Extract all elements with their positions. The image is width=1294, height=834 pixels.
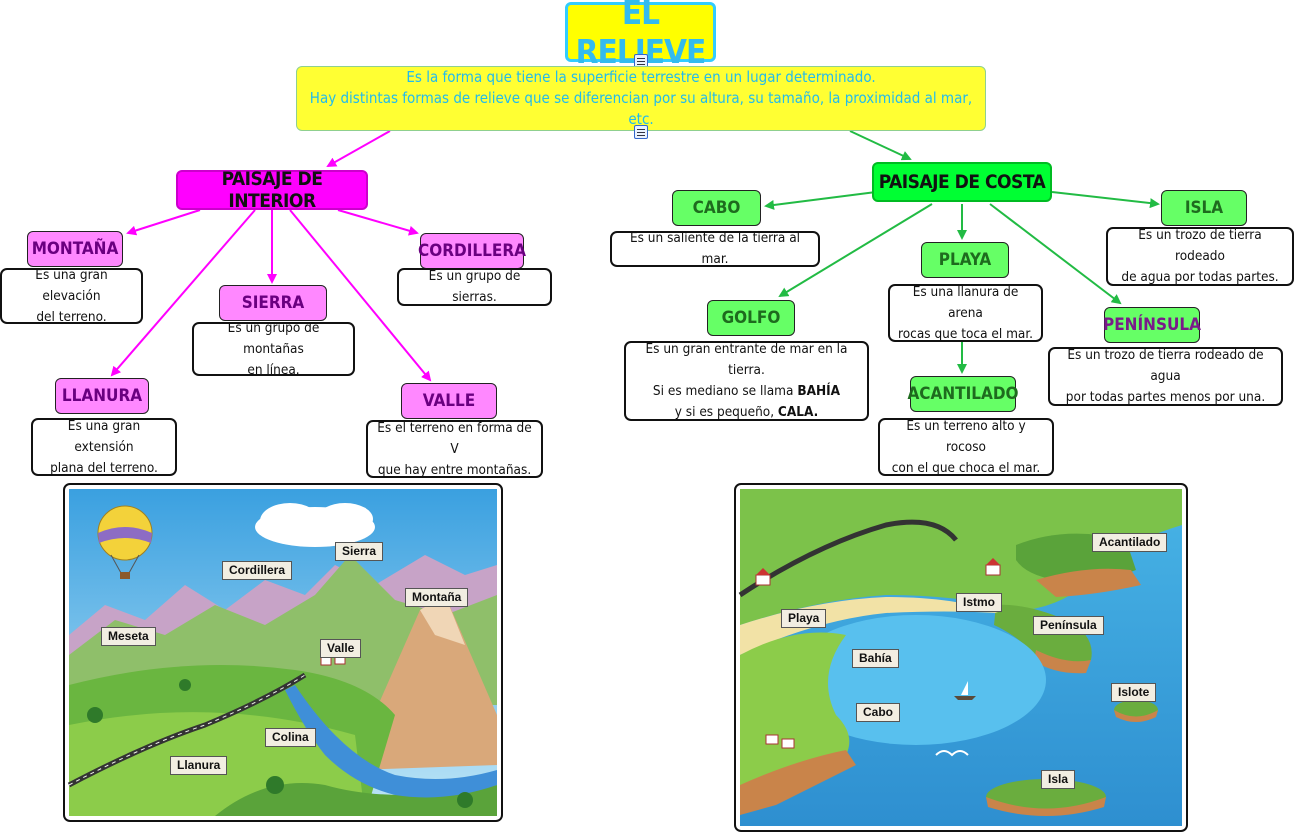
image-label-cordillera: Cordillera	[222, 561, 293, 580]
golfo-desc-line-3: y si es pequeño, CALA.	[675, 402, 819, 423]
cordillera-desc-line-1: Es un grupo de sierras.	[428, 268, 521, 305]
golfo-node: GOLFO	[707, 300, 795, 336]
image-label-llanura: Llanura	[170, 756, 228, 775]
valle-desc-line-2: que hay entre montañas.	[377, 461, 532, 478]
image-label-bahia: Bahía	[852, 649, 899, 668]
sierra-node: SIERRA	[219, 285, 327, 321]
peninsula-node: PENÍNSULA	[1103, 307, 1201, 343]
interior-landscape-illustration	[67, 489, 497, 816]
llanura-desc-line-2: plana del terreno.	[50, 459, 158, 476]
bahia-term: BAHÍA	[797, 383, 841, 399]
cabo-description: Es un saliente de la tierra al mar.	[610, 230, 820, 267]
map-title: EL RELIEVE	[565, 0, 716, 71]
isla-description: Es un trozo de tierra rodeado de agua po…	[1106, 227, 1294, 286]
costa-landscape-picture: Acantilado Playa Istmo Península Bahía I…	[734, 483, 1188, 832]
valle-desc-line-1: Es el terreno en forma de V	[377, 419, 532, 457]
golfo-desc-line-3-text: y si es pequeño,	[674, 404, 778, 420]
image-label-isla: Isla	[1041, 770, 1076, 789]
image-label-montana: Montaña	[405, 588, 469, 607]
playa-description: Es una llanura de arena rocas que toca e…	[888, 284, 1043, 342]
isla-desc-line-2: de agua por todas partes.	[1121, 269, 1279, 285]
llanura-description: Es una gran extensión plana del terreno.	[31, 418, 177, 476]
cabo-node: CABO	[672, 190, 761, 226]
image-label-meseta: Meseta	[101, 627, 156, 646]
image-label-sierra: Sierra	[335, 542, 384, 561]
valle-node: VALLE	[401, 383, 497, 419]
playa-node: PLAYA	[921, 242, 1009, 278]
montana-description: Es una gran elevación del terreno.	[0, 266, 143, 325]
cala-term: CALA.	[777, 404, 819, 420]
image-label-istmo: Istmo	[956, 593, 1003, 612]
golfo-desc-line-2-text: Si es mediano se llama	[652, 383, 798, 399]
cordillera-node: CORDILLERA	[418, 233, 526, 269]
peninsula-description: Es un trozo de tierra rodeado de agua po…	[1048, 347, 1283, 406]
sierra-desc-line-2: en línea.	[247, 361, 300, 378]
costa-landscape-illustration	[738, 489, 1182, 826]
definition-box: Es la forma que tiene la superficie terr…	[296, 66, 986, 131]
definition-line-2: Hay distintas formas de relieve que se d…	[309, 89, 973, 128]
note-icon[interactable]	[634, 125, 648, 139]
image-label-cabo: Cabo	[856, 703, 900, 722]
golfo-description: Es un gran entrante de mar en la tierra.…	[624, 341, 869, 421]
cordillera-description: Es un grupo de sierras.	[397, 268, 552, 306]
peninsula-desc-line-1: Es un trozo de tierra rodeado de agua	[1067, 347, 1264, 384]
golfo-desc-line-1: Es un gran entrante de mar en la tierra.	[645, 341, 848, 378]
isla-node: ISLA	[1161, 190, 1247, 226]
peninsula-desc-line-2: por todas partes menos por una.	[1065, 389, 1266, 405]
image-label-peninsula: Península	[1033, 616, 1104, 635]
llanura-node: LLANURA	[55, 378, 149, 414]
cabo-desc-line-1: Es un saliente de la tierra al mar.	[629, 230, 801, 267]
playa-desc-line-1: Es una llanura de arena	[912, 283, 1019, 321]
image-label-islote: Islote	[1111, 683, 1157, 702]
image-label-colina: Colina	[265, 728, 316, 747]
image-label-valle: Valle	[320, 639, 362, 658]
golfo-desc-line-2: Si es mediano se llama BAHÍA	[653, 381, 840, 402]
paisaje-costa-node: PAISAJE DE COSTA	[872, 162, 1052, 202]
montana-node: MONTAÑA	[27, 231, 123, 267]
image-label-acantilado: Acantilado	[1092, 533, 1168, 552]
montana-desc-line-1: Es una gran elevación	[35, 266, 108, 304]
acantilado-desc-line-1: Es un terreno alto y rocoso	[906, 417, 1026, 455]
definition-line-1: Es la forma que tiene la superficie terr…	[406, 68, 876, 86]
llanura-desc-line-1: Es una gran extensión	[67, 417, 141, 455]
sierra-description: Es un grupo de montañas en línea.	[192, 320, 355, 378]
image-label-playa: Playa	[781, 609, 827, 628]
interior-landscape-picture: Sierra Cordillera Montaña Meseta Valle C…	[63, 483, 503, 822]
sierra-desc-line-1: Es un grupo de montañas	[227, 319, 320, 357]
montana-desc-line-2: del terreno.	[36, 308, 107, 325]
acantilado-node: ACANTILADO	[907, 376, 1019, 412]
isla-desc-line-1: Es un trozo de tierra rodeado	[1138, 227, 1262, 264]
paisaje-interior-node: PAISAJE DE INTERIOR	[176, 168, 368, 212]
playa-desc-line-2: rocas que toca el mar.	[898, 325, 1033, 342]
acantilado-description: Es un terreno alto y rocoso con el que c…	[878, 418, 1054, 476]
acantilado-desc-line-2: con el que choca el mar.	[891, 459, 1041, 476]
valle-description: Es el terreno en forma de V que hay entr…	[366, 420, 543, 478]
